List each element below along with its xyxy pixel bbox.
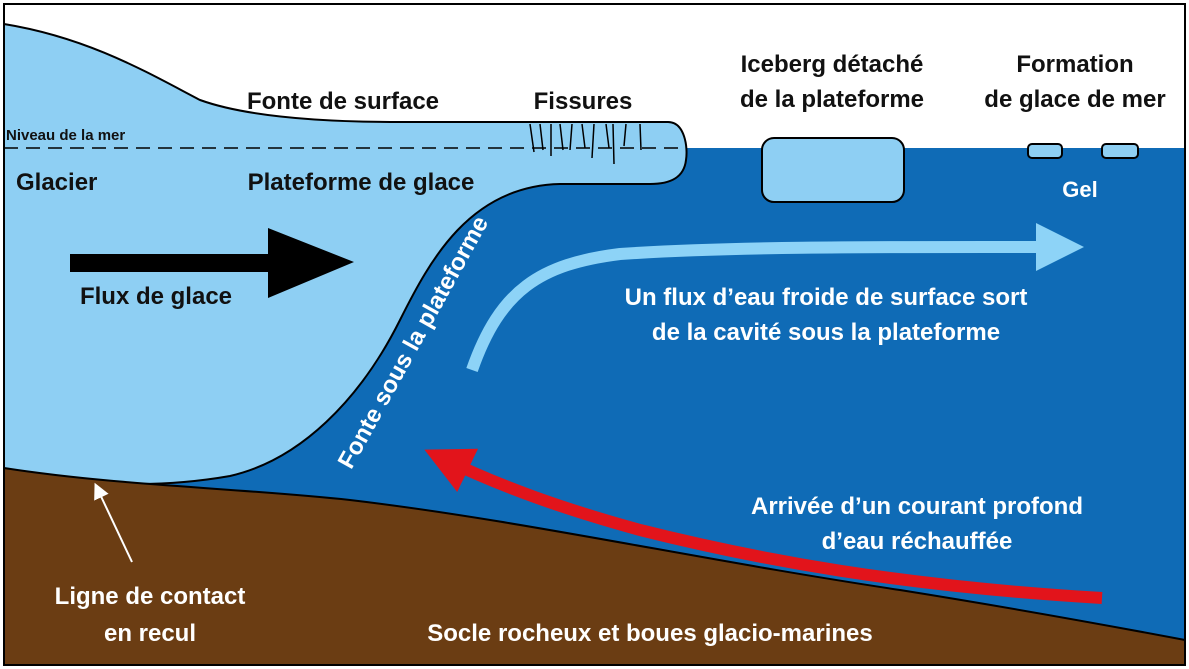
bedrock [3,466,1186,666]
iceberg-label-line2: de la plateforme [740,86,924,113]
warm-inflow-arrow [424,448,1103,604]
warm-inflow-label-line2: d’eau réchauffée [822,528,1013,555]
sea-ice-piece-2 [1101,143,1139,159]
glacier-label: Glacier [16,169,97,196]
grounding-line-pointer [94,482,133,563]
sea-ice-label-line1: Formation [1016,51,1133,78]
ice-flow-label: Flux de glace [80,283,232,310]
iceberg-label-line1: Iceberg détaché [741,51,924,78]
fissures-lines [529,123,642,165]
grounding-line-label-line2: en recul [104,620,196,647]
cold-outflow-label-line1: Un flux d’eau froide de surface sort [625,284,1028,311]
glacier-ice-shelf [3,22,688,485]
sea-ice-label-line2: de glace de mer [984,86,1165,113]
cold-outflow-arrow [466,222,1084,372]
surface-melt-label: Fonte de surface [247,88,439,115]
iceberg [761,137,905,203]
fissures-label: Fissures [534,88,633,115]
cold-outflow-label-line2: de la cavité sous la plateforme [652,319,1000,346]
ice-shelf-label: Plateforme de glace [248,169,475,196]
freeze-label: Gel [1062,177,1097,202]
sea-level-label: Niveau de la mer [6,127,125,144]
diagram-frame [3,3,1186,666]
sea-ice-piece-1 [1027,143,1063,159]
warm-inflow-label-line1: Arrivée d’un courant profond [751,493,1083,520]
ice-flow-arrow [70,228,354,298]
grounding-line-label-line1: Ligne de contact [55,583,246,610]
bedrock-label: Socle rocheux et boues glacio-marines [427,620,872,647]
